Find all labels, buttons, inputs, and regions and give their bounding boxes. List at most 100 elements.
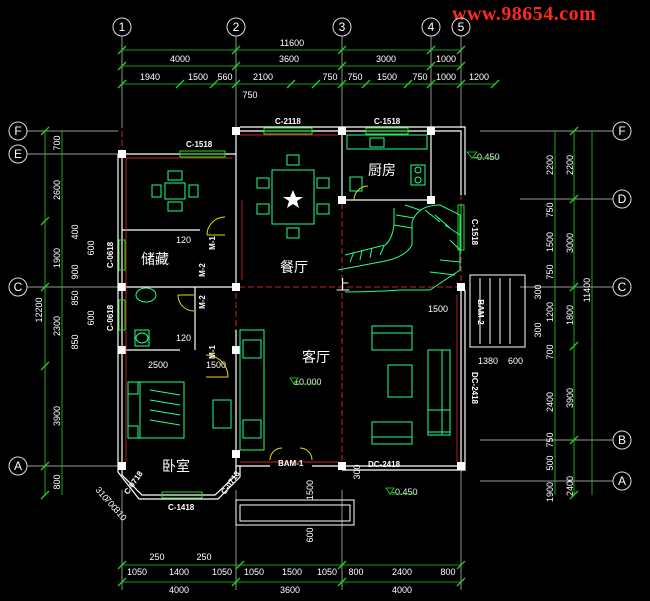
dim-left-600b: 600 bbox=[86, 310, 96, 325]
dim-right-2400a: 2400 bbox=[545, 392, 555, 412]
inner-dim-120a: 120 bbox=[176, 235, 191, 245]
window-c0718-b: C-0718 bbox=[219, 469, 242, 496]
dim-left-850b: 850 bbox=[70, 334, 80, 349]
inner-dim-2500: 2500 bbox=[148, 360, 168, 370]
dim-bottom-4000a: 4000 bbox=[169, 585, 189, 595]
dim-bottom-3600: 3600 bbox=[280, 585, 300, 595]
dim-top-1500: 1500 bbox=[188, 72, 208, 82]
dim-top-750c: 750 bbox=[412, 72, 427, 82]
dim-bottom-1050b: 1050 bbox=[212, 567, 232, 577]
dim-left-3900: 3900 bbox=[52, 406, 62, 426]
dim-bottom-800a: 800 bbox=[348, 567, 363, 577]
inner-dim-1500b: 1500 bbox=[428, 304, 448, 314]
dim-left-12200: 12200 bbox=[34, 297, 44, 322]
dim-top-1940: 1940 bbox=[140, 72, 160, 82]
axis-label-top-2: 2 bbox=[233, 20, 240, 34]
axis-label-right-b: B bbox=[618, 433, 626, 447]
axis-center-lines bbox=[121, 131, 462, 466]
window-c0618-a: C-0618 bbox=[106, 241, 115, 268]
dim-right-750a: 750 bbox=[545, 202, 555, 217]
dim-top-1200: 1200 bbox=[469, 72, 489, 82]
columns bbox=[118, 127, 465, 470]
inner-dim-120b: 120 bbox=[176, 333, 191, 343]
axis-label-top-4: 4 bbox=[428, 20, 435, 34]
inner-dim-600: 600 bbox=[508, 356, 523, 366]
axis-label-right-d: D bbox=[618, 192, 627, 206]
dim-right-2400b: 2400 bbox=[565, 476, 575, 496]
dining-set bbox=[256, 154, 330, 239]
axis-label-left-e: E bbox=[14, 147, 22, 161]
elev-entry: -0.450 bbox=[392, 487, 418, 497]
dims-right: 2200 750 1500 750 300 1200 300 700 2400 … bbox=[533, 155, 592, 502]
dim-bottom-800b: 800 bbox=[440, 567, 455, 577]
stair-up-label: 上 bbox=[336, 278, 350, 294]
dim-top-750b: 750 bbox=[347, 72, 362, 82]
dim-top-560: 560 bbox=[217, 72, 232, 82]
dim-right-3900: 3900 bbox=[565, 388, 575, 408]
dim-bottom-250b: 250 bbox=[196, 552, 211, 562]
dim-right-3000: 3000 bbox=[565, 233, 575, 253]
dim-top-1000: 1000 bbox=[436, 54, 456, 64]
dim-right-11400: 11400 bbox=[582, 278, 592, 302]
room-dining: 餐厅 bbox=[280, 260, 308, 276]
dim-left-2300: 2300 bbox=[52, 316, 62, 336]
inner-dim-1380: 1380 bbox=[478, 356, 498, 366]
door-m1-a: M-1 bbox=[208, 236, 217, 250]
dim-right-750c: 750 bbox=[545, 432, 555, 447]
bedroom-furniture bbox=[127, 329, 265, 451]
axis-label-right-a: A bbox=[618, 474, 626, 488]
dining-centerpiece bbox=[283, 190, 303, 208]
dim-right-2200a: 2200 bbox=[545, 155, 555, 175]
window-c1518-right: C-1518 bbox=[470, 219, 479, 246]
door-dc2418-b: DC-2418 bbox=[470, 372, 479, 405]
doors bbox=[177, 185, 369, 461]
axis-label-top-5: 5 bbox=[458, 20, 465, 34]
dim-top-3000: 3000 bbox=[376, 54, 396, 64]
dimension-ticks bbox=[40, 45, 579, 587]
window-c1518-left: C-1518 bbox=[186, 140, 213, 149]
dim-left-700: 700 bbox=[52, 135, 62, 150]
dim-top-750a: 750 bbox=[322, 72, 337, 82]
inner-dim-1500a: 1500 bbox=[206, 360, 226, 370]
axis-bubbles-top bbox=[112, 17, 471, 37]
dim-right-1500: 1500 bbox=[545, 232, 555, 252]
table-4-chairs bbox=[151, 170, 199, 212]
room-living: 客厅 bbox=[302, 349, 330, 366]
bathroom-fixtures bbox=[134, 287, 157, 347]
dim-bottom-1050c: 1050 bbox=[244, 567, 264, 577]
elevation-markers bbox=[289, 151, 500, 495]
elev-living: ±0.000 bbox=[294, 377, 321, 387]
dim-left-400: 400 bbox=[70, 224, 80, 239]
window-c2118: C-2118 bbox=[275, 117, 301, 126]
dim-left-900: 900 bbox=[70, 264, 80, 279]
dim-right-300a: 300 bbox=[533, 284, 543, 299]
dim-top-750-drop: 750 bbox=[242, 90, 257, 100]
dim-right-750b: 750 bbox=[545, 264, 555, 279]
dim-top-4000: 4000 bbox=[170, 54, 190, 64]
inner-dim-600b: 600 bbox=[305, 527, 315, 542]
dim-right-500: 500 bbox=[545, 455, 555, 470]
window-c1418: C-1418 bbox=[168, 503, 195, 512]
dim-left-1900: 1900 bbox=[52, 248, 62, 268]
dim-bottom-1400: 1400 bbox=[169, 567, 189, 577]
axis-label-left-a: A bbox=[14, 459, 22, 473]
door-m2-b: M-2 bbox=[198, 295, 207, 309]
door-m2-a: M-2 bbox=[198, 263, 207, 277]
watermark: www.98654.com bbox=[452, 3, 597, 25]
dim-right-2200b: 2200 bbox=[565, 155, 575, 175]
dim-right-1900: 1900 bbox=[545, 482, 555, 502]
inner-dim-300: 300 bbox=[352, 464, 362, 479]
window-c0618-b: C-0618 bbox=[106, 304, 115, 331]
dim-top-1500b: 1500 bbox=[377, 72, 397, 82]
dim-right-1200: 1200 bbox=[545, 302, 555, 322]
dim-left-850a: 850 bbox=[70, 290, 80, 305]
dim-bottom-1050d: 1050 bbox=[317, 567, 337, 577]
dims-left: 2600 1900 2300 3900 800 12200 700 400 60… bbox=[34, 135, 96, 489]
dimension-lines bbox=[44, 49, 593, 583]
front-steps bbox=[235, 274, 526, 526]
axis-label-right-c: C bbox=[618, 280, 627, 294]
room-storage: 储藏 bbox=[141, 252, 169, 268]
door-bam1: BAM-1 bbox=[278, 459, 304, 468]
room-bedroom: 卧室 bbox=[162, 458, 190, 475]
